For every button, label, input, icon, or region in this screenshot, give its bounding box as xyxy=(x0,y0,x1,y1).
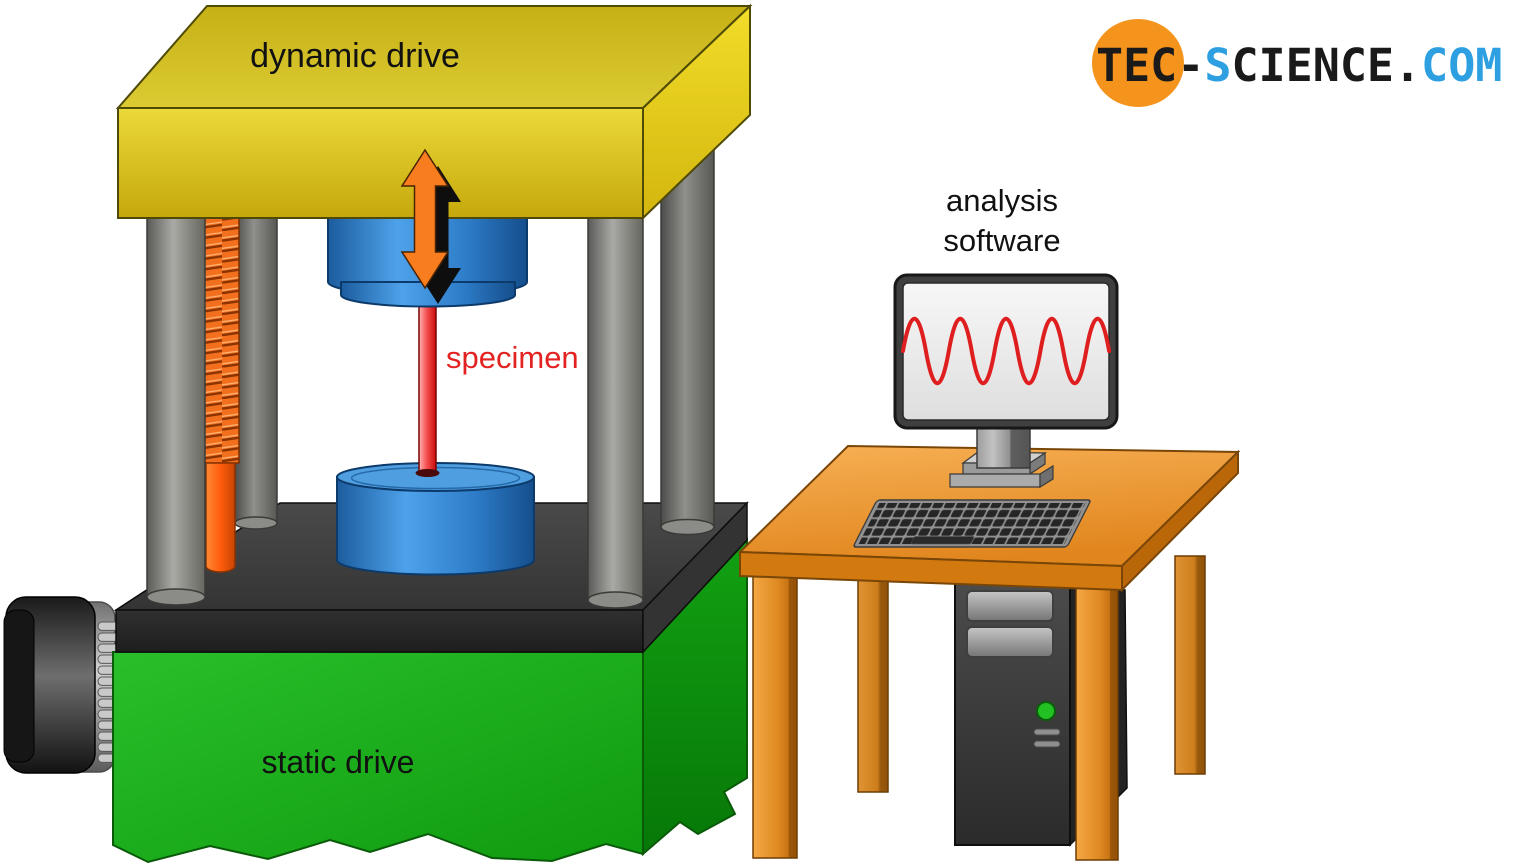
logo-segment-tec: TEC- xyxy=(1096,39,1205,92)
lead-screw-thread xyxy=(201,211,240,464)
stand-neck xyxy=(976,423,1031,469)
monitor xyxy=(893,273,1119,430)
logo-segment-s: S xyxy=(1204,39,1232,92)
table-right-edge xyxy=(1121,449,1239,593)
lead-screw-shaft xyxy=(205,462,236,573)
tec-science-logo: TEC-SCIENCE.COM xyxy=(1090,16,1530,111)
drive-bay-2 xyxy=(966,626,1054,658)
dynamic-drive-label: dynamic drive xyxy=(250,37,460,75)
specimen-label: specimen xyxy=(446,340,579,375)
drive-bay-1 xyxy=(966,590,1054,622)
static-drive-label: static drive xyxy=(261,744,415,780)
green-base-right-face xyxy=(642,537,748,857)
sine-waveform xyxy=(901,316,1112,386)
table-leg-back-left xyxy=(857,557,889,793)
lead-screw-spindle xyxy=(201,211,240,573)
keyboard-keys xyxy=(858,503,1086,544)
table-leg-back-right xyxy=(1174,555,1206,775)
oscillation-arrow-front xyxy=(400,148,450,290)
analysis-software-label: analysis software xyxy=(892,181,1112,261)
dynamic-drive-crosshead xyxy=(115,3,753,221)
oscillation-arrow xyxy=(400,148,461,304)
specimen-base-shadow xyxy=(415,469,440,477)
table-leg-front-right xyxy=(1075,577,1119,861)
stand-base-bottom xyxy=(949,473,1041,488)
monitor-stand xyxy=(949,423,1054,489)
analysis-label-line1: analysis xyxy=(946,183,1058,218)
logo-segment-com: COM xyxy=(1421,39,1503,92)
column-back-right xyxy=(660,139,715,536)
keyboard-spacebar xyxy=(910,536,975,545)
monitor-screen xyxy=(902,282,1110,421)
crosshead-front-face xyxy=(117,107,644,219)
column-back-left xyxy=(234,211,278,530)
power-led xyxy=(1036,701,1056,721)
specimen-rod xyxy=(415,295,440,477)
motor-end-cap xyxy=(3,609,35,763)
crosshead-right-face xyxy=(642,3,751,221)
logo-orange-badge-icon xyxy=(1092,19,1184,107)
keyboard xyxy=(853,499,1091,548)
static-drive-motor xyxy=(3,596,121,774)
static-drive-base xyxy=(112,537,748,864)
column-front-left xyxy=(146,211,206,606)
tower-vent-slot-1 xyxy=(1033,728,1061,736)
tower-vent-slot-2 xyxy=(1033,740,1061,748)
base-plate-right-face xyxy=(642,501,748,654)
green-base-front-face xyxy=(112,651,644,864)
logo-text: TEC-SCIENCE.COM xyxy=(1096,39,1502,92)
base-plate-front-face xyxy=(115,609,644,653)
upper-grip-collar xyxy=(340,281,516,308)
column-front-right xyxy=(587,211,644,609)
logo-segment-dot: . xyxy=(1394,39,1422,92)
logo-segment-cience: CIENCE xyxy=(1231,39,1395,92)
lower-grip-cylinder xyxy=(336,462,535,576)
table-leg-front-left xyxy=(752,569,798,859)
analysis-label-line2: software xyxy=(943,223,1061,258)
